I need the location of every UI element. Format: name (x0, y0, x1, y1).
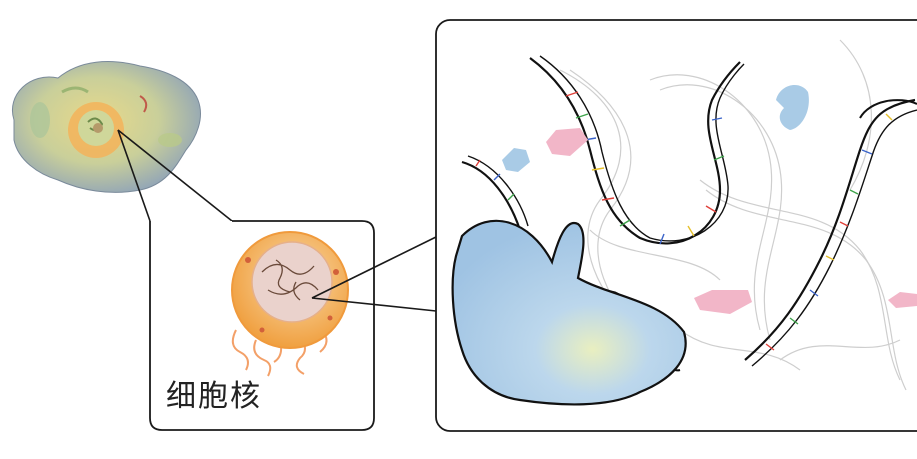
dna-background (559, 39, 907, 391)
protein-blob-icon (502, 85, 917, 314)
large-protein-blob (451, 219, 687, 406)
cell-nucleus-icon (231, 231, 349, 377)
dna-panel (435, 19, 917, 432)
cell-icon (12, 61, 201, 193)
cell-nucleus-mini-icon (68, 102, 124, 158)
dna-double-helix-icon (461, 55, 917, 372)
nucleus-panel: 细胞核 (149, 220, 375, 431)
nucleus-label: 细胞核 (166, 379, 262, 414)
